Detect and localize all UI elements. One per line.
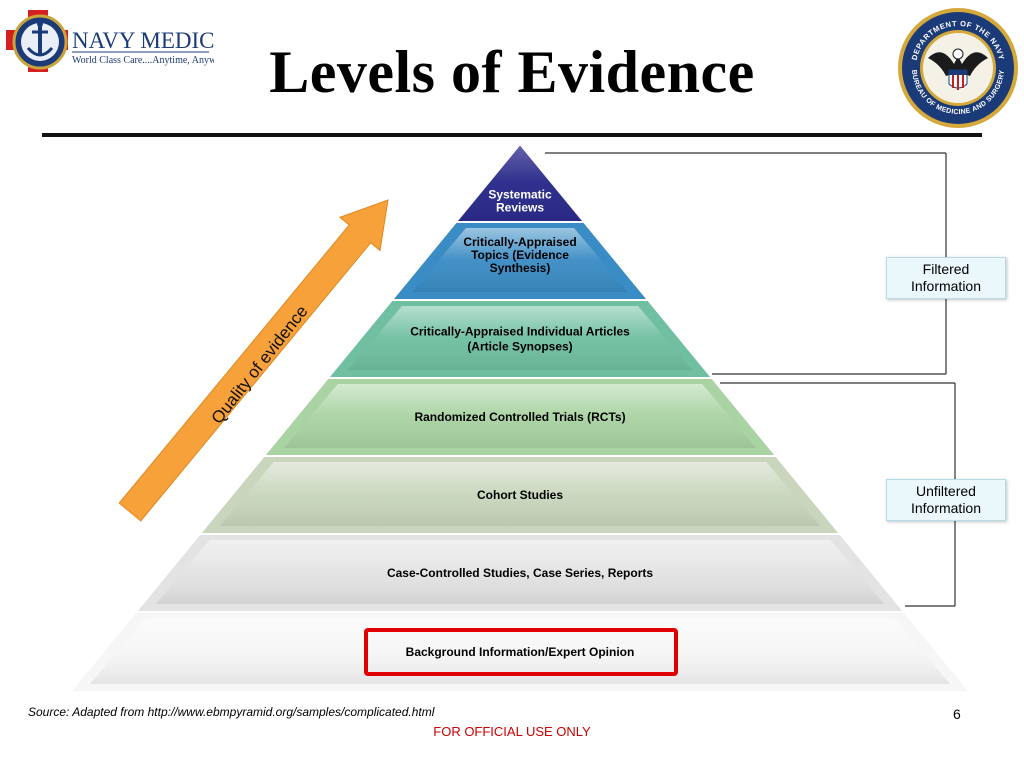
- quality-arrow: [118, 199, 389, 522]
- title-divider: [42, 133, 982, 137]
- anchor-cross-icon: [6, 10, 68, 72]
- tier-2-label-line-1: Critically-Appraised: [463, 235, 576, 249]
- tier-3-label-line-1: Critically-Appraised Individual Articles: [410, 325, 630, 339]
- tier-1-label-line-1: Systematic: [488, 188, 552, 202]
- tier-2-label-line-2: Topics (Evidence: [471, 248, 569, 262]
- official-use-footer: FOR OFFICIAL USE ONLY: [433, 724, 591, 739]
- unfiltered-label-line1: Unfiltered: [916, 483, 976, 499]
- pyramid-tier-7: Background Information/Expert Opinion: [67, 611, 973, 693]
- tier-2-label-line-3: Synthesis): [490, 261, 551, 275]
- page-number: 6: [953, 706, 961, 722]
- pyramid-tier-3: Critically-Appraised Individual Articles…: [325, 299, 715, 379]
- eagle-seal-icon: DEPARTMENT OF THE NAVY BUREAU OF MEDICIN…: [898, 8, 1018, 128]
- tier-4-label-line-1: Randomized Controlled Trials (RCTs): [414, 410, 625, 424]
- logo-name: NAVY MEDICINE: [72, 28, 214, 53]
- highlight-box: [364, 628, 678, 676]
- navy-medicine-logo: NAVY MEDICINE World Class Care....Anytim…: [6, 10, 214, 72]
- tier-1-label-line-2: Reviews: [496, 201, 544, 215]
- pyramid-tier-6: Case-Controlled Studies, Case Series, Re…: [133, 533, 907, 613]
- filtered-label-line2: Information: [910, 278, 982, 294]
- slide-title: Levels of Evidence: [269, 39, 755, 105]
- filtered-information-box: Filtered Information: [886, 257, 1006, 299]
- source-citation: Source: Adapted from http://www.ebmpyram…: [28, 705, 435, 719]
- tier-5-label-line-1: Cohort Studies: [477, 488, 563, 502]
- tier-7-label-line-1: Background Information/Expert Opinion: [406, 645, 635, 659]
- tier-6-label-line-1: Case-Controlled Studies, Case Series, Re…: [387, 566, 653, 580]
- pyramid-tier-4: Randomized Controlled Trials (RCTs): [261, 377, 779, 457]
- pyramid-tier-5: Cohort Studies: [197, 455, 843, 535]
- tier-3-label-line-2: (Article Synopses): [467, 340, 572, 354]
- logo-tagline: World Class Care....Anytime, Anywhere: [72, 55, 214, 66]
- unfiltered-label-line2: Information: [910, 500, 982, 516]
- filter-brackets: [545, 152, 956, 607]
- filtered-label-line1: Filtered: [922, 261, 970, 277]
- unfiltered-information-box: Unfiltered Information: [886, 479, 1006, 521]
